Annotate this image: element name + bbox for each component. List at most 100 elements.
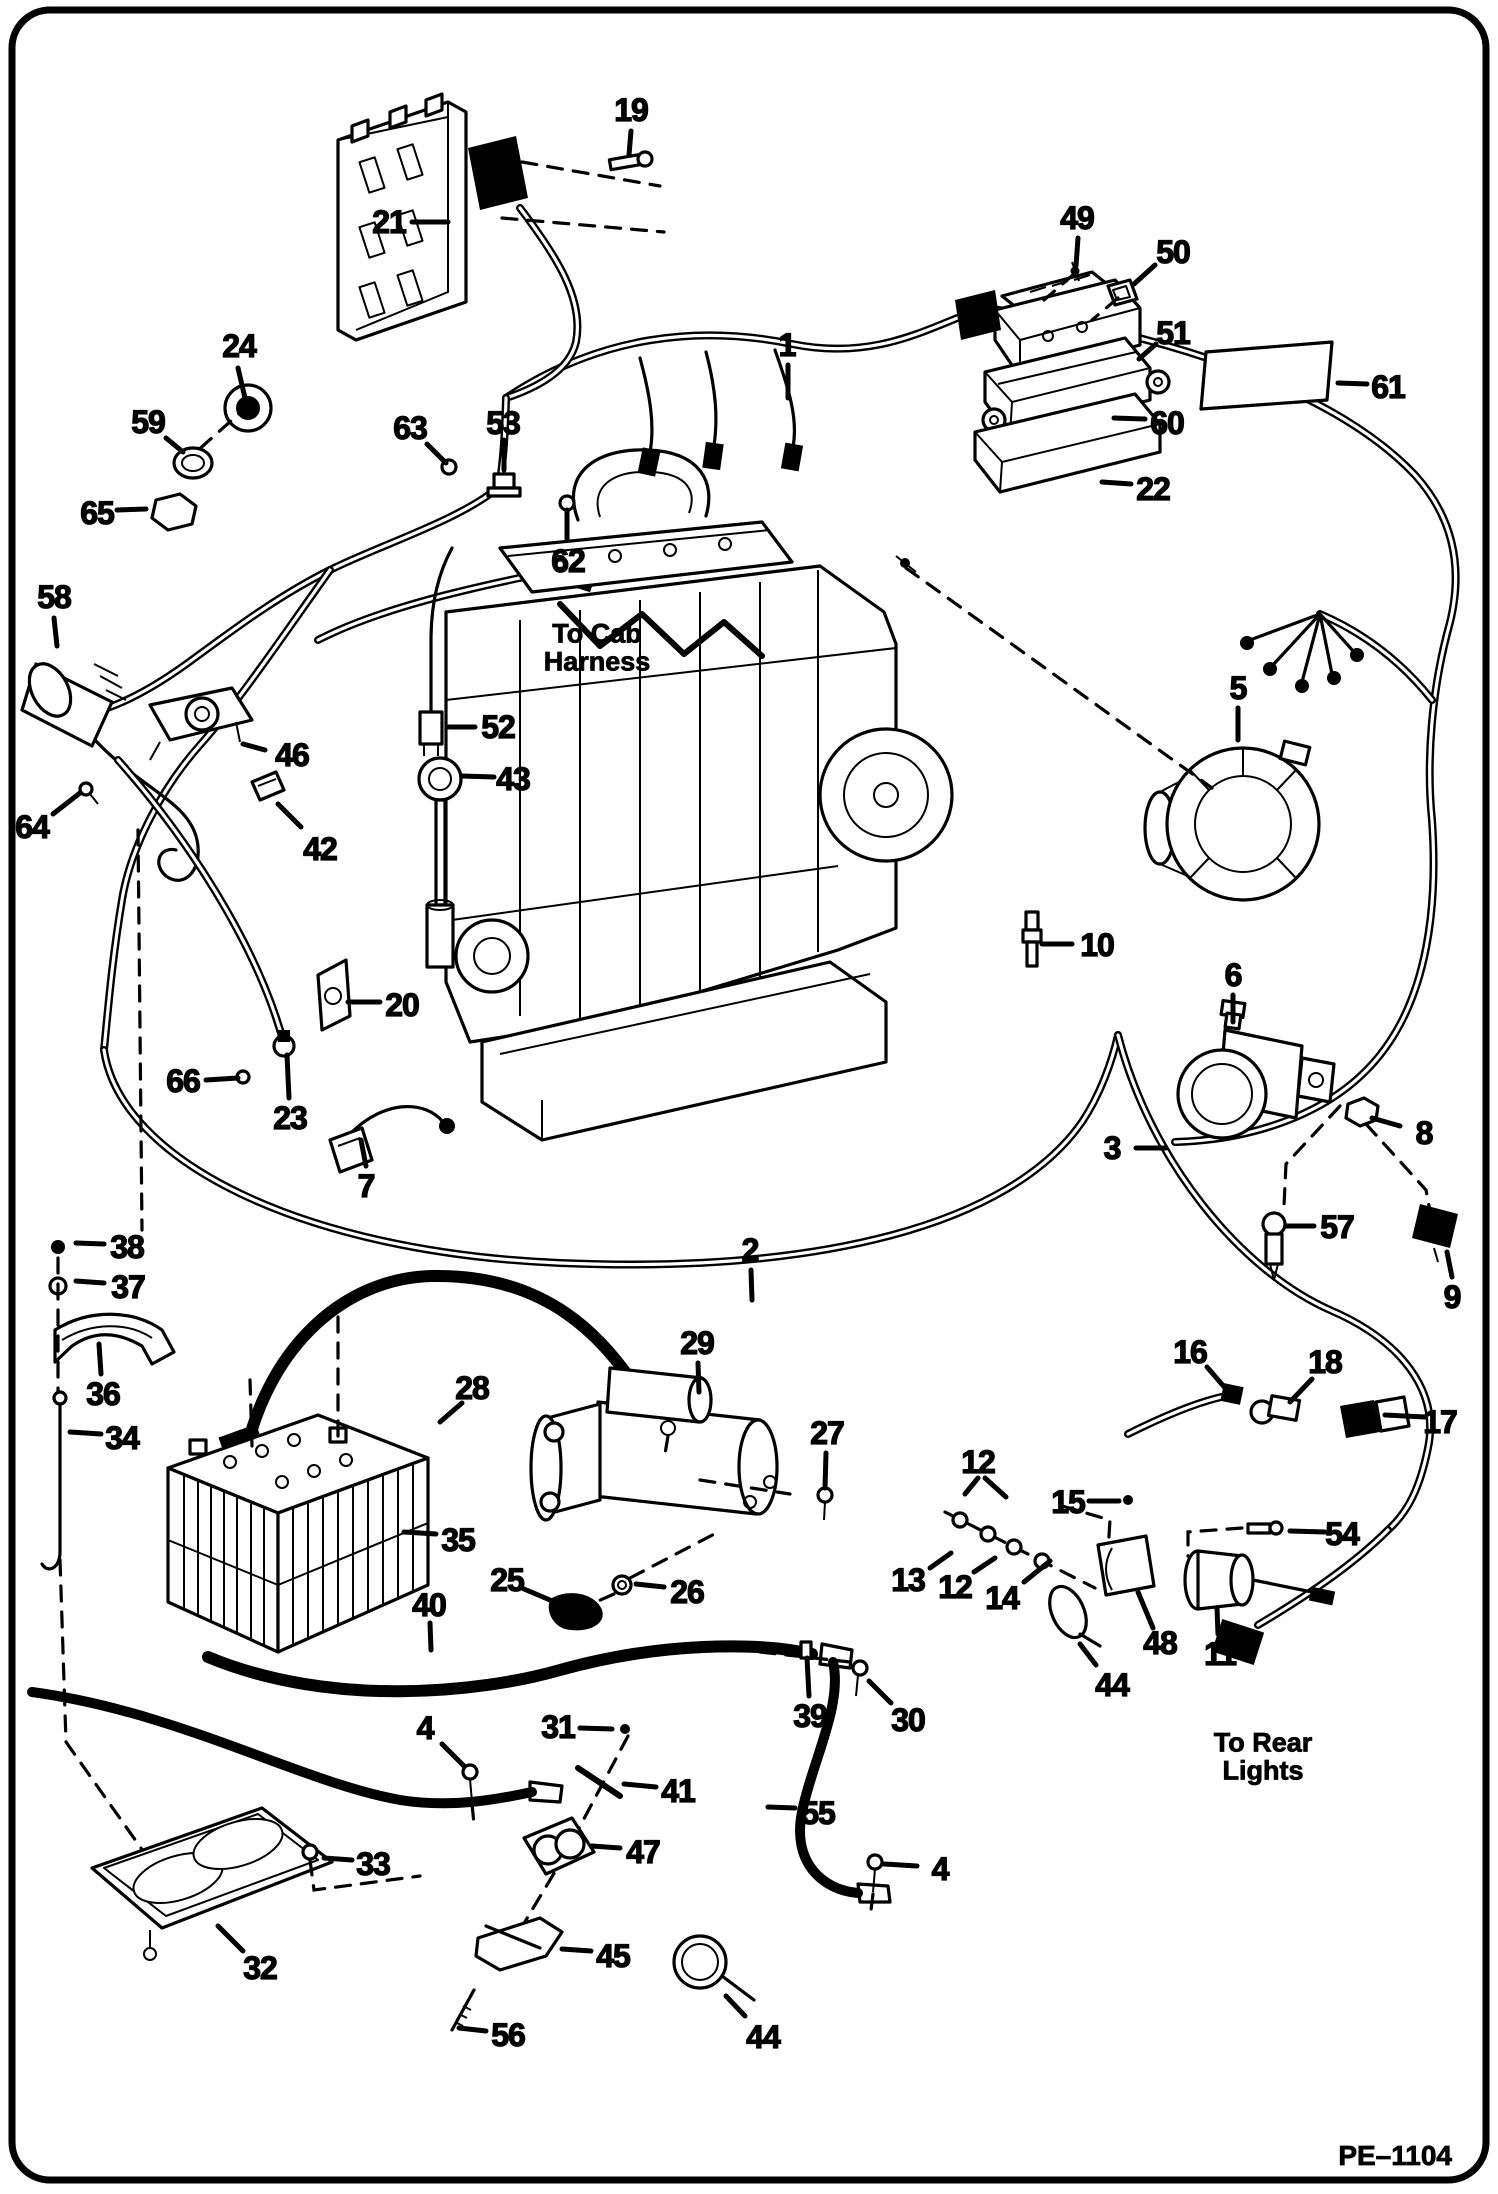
to-rear-lights-line1: To Rear <box>1213 1727 1313 1758</box>
callout-33: 33 <box>356 1846 392 1882</box>
callout-4: 4 <box>416 1710 435 1746</box>
callout-46-leader <box>240 741 268 753</box>
connector-52 <box>418 546 454 756</box>
glow-plug <box>1021 910 1043 968</box>
callout-54-leader <box>1287 1528 1328 1535</box>
bolt-30 <box>851 1659 869 1677</box>
callout-11: 11 <box>1203 1636 1237 1672</box>
callout-24-leader <box>235 365 248 401</box>
callout-28: 28 <box>455 1370 491 1406</box>
callout-25: 25 <box>490 1562 526 1598</box>
callout-50: 50 <box>1156 234 1192 270</box>
callout-7-leader <box>358 1137 369 1169</box>
callout-59-leader <box>163 435 186 455</box>
callout-47: 47 <box>626 1834 662 1870</box>
callout-61-leader <box>1335 380 1370 387</box>
callout-52: 52 <box>481 709 517 745</box>
callout-18-leader <box>1287 1376 1315 1405</box>
page-border <box>8 6 1490 2184</box>
callout-55: 55 <box>801 1795 837 1831</box>
callout-43-leader <box>459 773 497 780</box>
callout-64-leader <box>50 790 83 817</box>
callout-38: 38 <box>110 1229 146 1265</box>
figure-code: PE–1104 <box>1338 2140 1452 2172</box>
nut-65 <box>150 492 198 532</box>
callout-29: 29 <box>680 1325 716 1361</box>
callout-2-leader <box>748 1267 755 1303</box>
callout-55-leader <box>765 1804 798 1811</box>
fuel-sender-11 <box>1183 1549 1336 1611</box>
callout-4-b: 4 <box>931 1851 950 1887</box>
callout-57: 57 <box>1320 1209 1356 1245</box>
callout-20: 20 <box>385 987 421 1023</box>
callout-56: 56 <box>491 2017 527 2053</box>
callout-17: 17 <box>1423 1404 1459 1440</box>
callout-12: 12 <box>961 1444 997 1480</box>
dipstick-sender <box>417 756 463 969</box>
battery-post <box>188 1438 208 1456</box>
callout-12-leader <box>962 1475 981 1497</box>
callout-54: 54 <box>1325 1516 1361 1552</box>
callout-29-leader <box>695 1360 702 1395</box>
round-connector <box>20 662 127 748</box>
callout-34-leader <box>67 1429 104 1437</box>
callout-35-leader <box>401 1529 439 1537</box>
callout-66-leader <box>203 1075 241 1083</box>
connector-17 <box>1340 1400 1380 1438</box>
rod-41 <box>575 1765 623 1799</box>
left-small-parts <box>20 383 576 1232</box>
callout-5: 5 <box>1229 670 1248 706</box>
callout-53: 53 <box>486 405 522 441</box>
callout-12-leader <box>982 1475 1009 1500</box>
callout-64: 64 <box>15 809 51 845</box>
callout-32-leader <box>215 1923 246 1954</box>
callout-44-b-leader <box>723 1993 748 2019</box>
callout-47-leader <box>589 1843 623 1851</box>
callout-36-leader <box>96 1341 104 1377</box>
callout-58: 58 <box>37 579 73 615</box>
connector-9 <box>1412 1204 1458 1248</box>
ring-59 <box>172 446 214 480</box>
callout-63-leader <box>424 441 449 466</box>
bracket-46 <box>148 686 254 761</box>
cable-tie <box>1048 1584 1088 1640</box>
fuse-panel <box>336 92 654 342</box>
clamp-23 <box>272 1030 296 1058</box>
callout-37-leader <box>73 1278 107 1286</box>
callout-49-leader <box>1073 235 1081 269</box>
pressure-switch <box>1261 1211 1287 1281</box>
callout-25-leader <box>521 1586 553 1603</box>
callout-43: 43 <box>496 761 532 797</box>
callout-16-leader <box>1204 1364 1229 1392</box>
callout-4-leader <box>439 1741 467 1769</box>
rear-fittings <box>672 1394 1411 2002</box>
rear-lights-connector <box>1211 1619 1265 1665</box>
fuel-shutoff-solenoid <box>1176 998 1458 1281</box>
callout-30: 30 <box>891 1702 927 1738</box>
callout-65: 65 <box>80 495 116 531</box>
callout-10: 10 <box>1080 927 1116 963</box>
callout-23: 23 <box>273 1100 309 1136</box>
callout-62: 62 <box>551 543 587 579</box>
callout-14-leader <box>1021 1558 1053 1585</box>
callout-33-leader <box>321 1855 355 1863</box>
to-cab-harness-line1: To Cab <box>552 618 642 649</box>
callout-2: 2 <box>741 1232 760 1268</box>
callout-46: 46 <box>275 737 311 773</box>
callout-63: 63 <box>393 410 429 446</box>
clamp-47 <box>522 1816 596 1876</box>
callout-27-leader <box>822 1450 829 1491</box>
callout-56-leader <box>456 2025 489 2034</box>
callout-61: 61 <box>1371 369 1407 405</box>
callout-65-leader <box>114 506 149 513</box>
callout-31-leader <box>577 1725 615 1732</box>
callout-36: 36 <box>86 1376 122 1412</box>
callout-41: 41 <box>661 1773 697 1809</box>
to-cab-harness-line2: Harness <box>543 647 651 677</box>
callout-40: 40 <box>412 1587 448 1623</box>
callout-58-leader <box>51 615 60 649</box>
callout-39: 39 <box>793 1698 829 1734</box>
callout-60-leader <box>1111 415 1148 422</box>
